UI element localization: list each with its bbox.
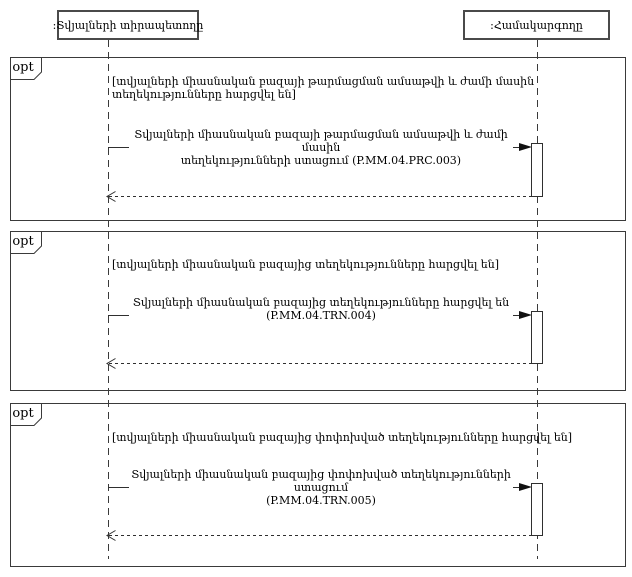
actor-label: :Համակարգողը bbox=[490, 18, 583, 32]
actor-data-owner: :Տվյալների տիրապետողը bbox=[53, 10, 203, 40]
fragment-operator-text: opt bbox=[12, 60, 34, 75]
guard-condition: [տվյալների միասնական բազայի թարմացման ամ… bbox=[112, 75, 535, 101]
guard-condition: [տվյալների միասնական բազայից տեղեկությու… bbox=[112, 258, 499, 271]
guard-condition: [տվյալների միասնական բազայից փոփոխված տե… bbox=[112, 431, 573, 444]
activation-bar bbox=[531, 143, 543, 197]
fragment-operator-label: opt bbox=[10, 57, 42, 80]
fragment-operator-text: opt bbox=[12, 406, 34, 421]
message-label: Տվյալների միասնական բազայի թարմացման ամս… bbox=[129, 128, 513, 167]
opt-fragment-3: opt [տվյալների միասնական բազայից փոփոխվա… bbox=[10, 403, 626, 567]
return-arrow bbox=[109, 535, 531, 536]
message-arrowhead-icon bbox=[519, 311, 532, 319]
fragment-operator-label: opt bbox=[10, 403, 42, 426]
opt-fragment-1: opt [տվյալների միասնական բազայի թարմացմա… bbox=[10, 57, 626, 221]
fragment-operator-shape-icon bbox=[10, 57, 42, 80]
lifeline-coordinator bbox=[537, 40, 538, 559]
opt-fragment-2: opt [տվյալների միասնական բազայից տեղեկու… bbox=[10, 231, 626, 391]
return-arrowhead-icon bbox=[106, 358, 116, 369]
fragment-operator-shape-icon bbox=[10, 403, 42, 426]
fragment-operator-label: opt bbox=[10, 231, 42, 254]
actor-label: :Տվյալների տիրապետողը bbox=[52, 18, 204, 32]
actor-coordinator: :Համակարգողը bbox=[463, 10, 610, 40]
activation-bar bbox=[531, 483, 543, 536]
lifeline-data-owner bbox=[108, 40, 109, 559]
message-arrowhead-icon bbox=[519, 483, 532, 491]
fragment-operator-text: opt bbox=[12, 234, 34, 249]
message-label: Տվյալների միասնական բազայից փոփոխված տեղ… bbox=[129, 468, 513, 507]
activation-bar bbox=[531, 311, 543, 364]
fragment-operator-shape-icon bbox=[10, 231, 42, 254]
message-arrowhead-icon bbox=[519, 143, 532, 151]
message-label: Տվյալների միասնական բազայից տեղեկություն… bbox=[129, 296, 513, 322]
return-arrow bbox=[109, 363, 531, 364]
return-arrowhead-icon bbox=[106, 191, 116, 202]
return-arrow bbox=[109, 196, 531, 197]
return-arrowhead-icon bbox=[106, 530, 116, 541]
